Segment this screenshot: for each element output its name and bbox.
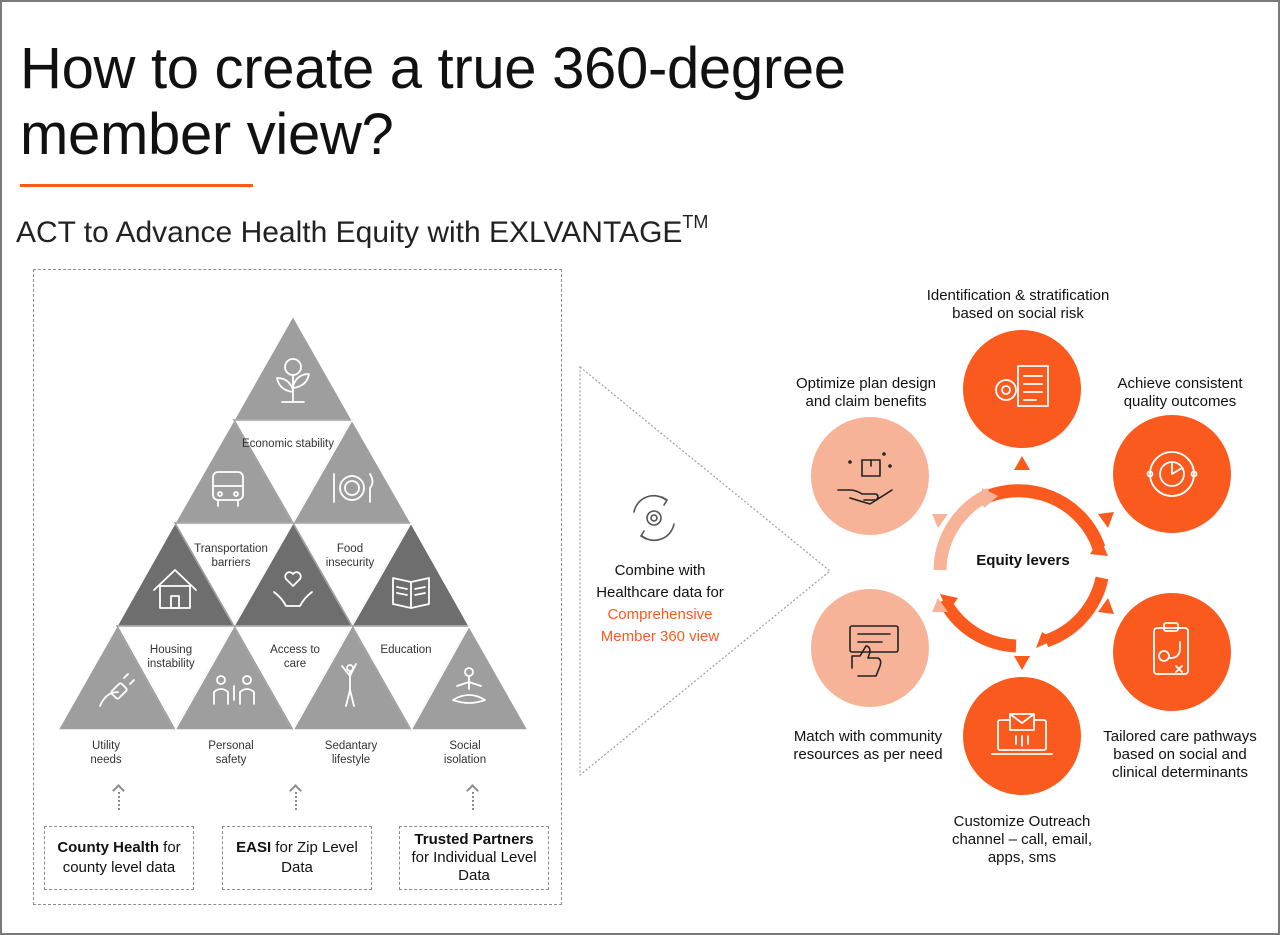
combine-highlight-2: Member 360 view (600, 628, 720, 645)
gear-cycle-icon (633, 494, 675, 542)
up-arrow-easi (295, 792, 299, 810)
combine-line-2: Healthcare data for (596, 584, 724, 601)
pyramid-cell-top (232, 314, 354, 421)
label-food-insecurity: Food insecurity (325, 543, 375, 569)
cycle-arrowheads-light (982, 488, 998, 508)
subtitle: ACT to Advance Health Equity with EXLVAN… (16, 212, 709, 249)
money-plant-icon (276, 358, 310, 403)
sdoh-pyramid (56, 314, 530, 732)
sdoh-panel (33, 269, 562, 905)
source-trusted-bold: Trusted Partners (414, 831, 534, 848)
cycle-arrowheads (940, 538, 1108, 648)
source-trusted-partners: Trusted Partners for Individual Level Da… (399, 826, 549, 890)
stretching-person-icon (341, 663, 357, 707)
equity-levers-label: Equity levers (976, 552, 1070, 569)
lever-achieve-label: Achieve consistent quality outcomes (1117, 375, 1243, 410)
label-education: Education (380, 644, 432, 656)
source-county-health: County Health for county level data (44, 826, 194, 890)
book-icon (392, 577, 430, 609)
up-arrow-county (118, 792, 122, 810)
care-hands-icon (273, 571, 313, 607)
meditation-icon (452, 667, 486, 704)
arrow-to-optimize (932, 514, 948, 528)
bus-icon (212, 471, 244, 507)
combine-text: Combine with Healthcare data for Compreh… (585, 560, 735, 648)
lever-identification-label: Identification & stratification based on… (926, 287, 1110, 322)
combine-line-1: Combine with (614, 562, 706, 579)
source-county-rest: for county level data (62, 839, 181, 876)
lever-customize-label: Customize Outreach channel – call, email… (951, 813, 1093, 866)
source-easi-bold: EASI (236, 839, 272, 856)
family-shield-icon (213, 675, 255, 705)
gear-document-icon (995, 365, 1049, 407)
page-title: How to create a true 360-degree member v… (20, 36, 846, 167)
label-transportation-barriers: Transportation barriers (194, 543, 268, 569)
label-utility-needs: Utility needs (90, 740, 122, 766)
arrow-to-tailored (1098, 598, 1114, 614)
label-personal-safety: Personal safety (208, 740, 254, 766)
label-housing-instability: Housing instability (147, 644, 195, 670)
source-easi-rest: for Zip Level Data (271, 839, 358, 876)
source-county-bold: County Health (57, 839, 159, 856)
label-social-isolation: Social isolation (443, 740, 487, 766)
target-chart-icon (1146, 451, 1198, 497)
label-economic-stability: Economic stability (241, 438, 335, 450)
plate-icon (333, 473, 374, 503)
house-icon (153, 569, 197, 609)
combine-highlight-1: Comprehensive (607, 606, 713, 623)
source-easi: EASI for Zip Level Data (222, 826, 372, 890)
identification-circle (963, 330, 1081, 448)
tailored-circle (1113, 593, 1231, 711)
up-arrow-trusted (472, 792, 476, 810)
arrow-to-customize (1014, 656, 1030, 670)
arrow-to-achieve (1098, 512, 1114, 528)
lever-match-label: Match with community resources as per ne… (793, 728, 943, 763)
hand-box-icon (837, 452, 893, 505)
laptop-email-icon (991, 713, 1053, 755)
arrow-to-match (932, 598, 948, 612)
clipboard-pathway-icon (1153, 622, 1189, 675)
plug-icon (99, 673, 135, 707)
title-underline (20, 184, 253, 187)
lever-optimize-label: Optimize plan design and claim benefits (795, 375, 937, 410)
thumbs-up-chat-icon (849, 625, 899, 677)
arrow-to-identification (1014, 456, 1030, 470)
label-access-to-care: Access to care (270, 644, 320, 670)
source-trusted-rest: for Individual Level Data (411, 849, 537, 884)
lever-tailored-label: Tailored care pathways based on social a… (1103, 728, 1257, 781)
combine-arrow-outline (579, 365, 831, 777)
label-sedentary-lifestyle: Sedantary lifestyle (324, 740, 378, 766)
